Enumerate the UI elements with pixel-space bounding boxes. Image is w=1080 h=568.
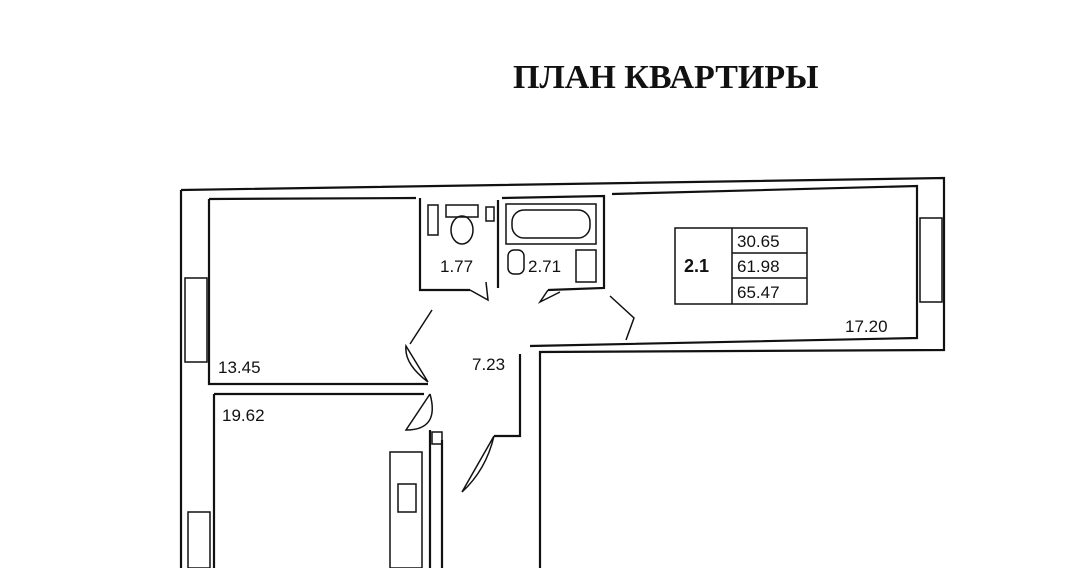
window-left-bottom xyxy=(187,511,211,568)
room-right-area: 17.20 xyxy=(845,317,888,336)
window-left-top xyxy=(184,277,208,363)
toilet-icon xyxy=(450,215,474,245)
sink-icon xyxy=(507,249,525,275)
living-area: 30.65 xyxy=(737,232,780,251)
window-right xyxy=(919,217,943,303)
room-left-top-area: 13.45 xyxy=(218,358,261,377)
bathroom-area: 2.71 xyxy=(528,257,561,276)
outer-walls xyxy=(179,176,946,568)
kitchen-block xyxy=(389,431,443,568)
apartment-summary: 2.1 30.65 61.98 65.47 xyxy=(674,227,808,305)
wc-block xyxy=(418,198,500,292)
bathroom-block xyxy=(501,194,606,292)
doors xyxy=(404,281,635,493)
hall-area: 7.23 xyxy=(472,355,505,374)
windows xyxy=(184,217,943,568)
apartment-code: 2.1 xyxy=(684,256,709,276)
total-area-with-balcony: 65.47 xyxy=(737,283,780,302)
plan-title: ПЛАН КВАРТИРЫ xyxy=(513,59,819,96)
wc-area: 1.77 xyxy=(440,257,473,276)
room-left-bottom-area: 19.62 xyxy=(222,406,265,425)
total-area: 61.98 xyxy=(737,257,780,276)
bathtub-icon xyxy=(505,203,597,245)
